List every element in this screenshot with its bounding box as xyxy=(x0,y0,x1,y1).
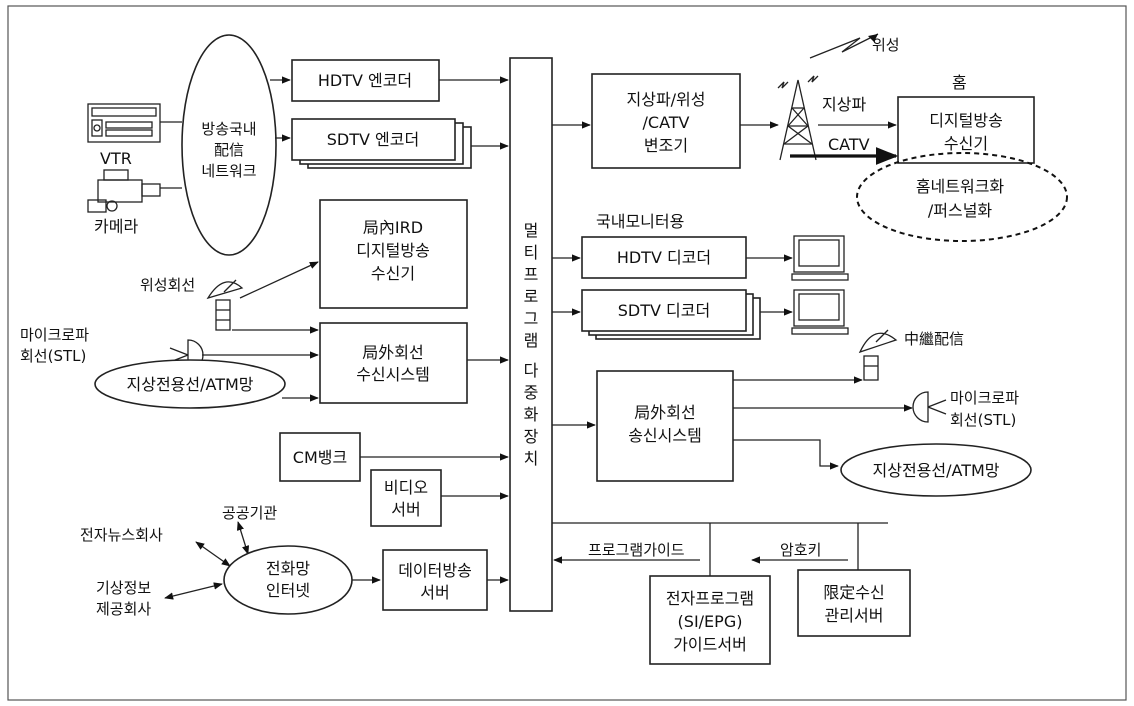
sdtv-encoder-label: SDTV 엔코더 xyxy=(327,130,419,149)
camera-label: 카메라 xyxy=(94,217,138,236)
home-receiver-line1: 디지털방송 xyxy=(929,111,1003,130)
ird-receiver-line2: 디지털방송 xyxy=(356,241,430,260)
sdtv-decoder-label: SDTV 디코더 xyxy=(618,301,710,320)
weather-info-line2: 제공회사 xyxy=(96,600,151,618)
multiplexer-top-3: 프 xyxy=(524,265,539,284)
multiplexer-bottom-1: 다 xyxy=(524,361,539,380)
relay-distribution-label: 中繼配信 xyxy=(904,330,964,348)
vtr-icon xyxy=(88,104,160,142)
phone-internet-line2: 인터넷 xyxy=(266,581,310,600)
domestic-network-line1: 방송국내 xyxy=(201,120,256,138)
microwave-antenna-out-icon xyxy=(913,392,946,422)
ird-receiver-line1: 局內IRD xyxy=(363,218,423,237)
encryption-key-label: 암호키 xyxy=(780,541,821,559)
home-network-line1: 홈네트워크화 xyxy=(916,177,1005,196)
program-guide-label: 프로그램가이드 xyxy=(588,541,685,559)
epg-server-line1: 전자프로그램 xyxy=(666,589,754,608)
external-receive-node xyxy=(320,323,467,403)
external-transmit-line2: 송신시스템 xyxy=(628,426,702,445)
multiplexer-top-2: 티 xyxy=(524,243,539,262)
multiplexer-bottom-2: 중 xyxy=(524,383,539,402)
multiplexer-top-4: 로 xyxy=(524,287,539,306)
satellite-line-label: 위성회선 xyxy=(140,276,195,294)
conditional-access-node xyxy=(798,570,910,636)
epg-server-line3: 가이드서버 xyxy=(673,635,747,654)
multiplexer-bottom-5: 치 xyxy=(524,449,539,468)
electronic-news-label: 전자뉴스회사 xyxy=(80,526,163,544)
modulator-line1: 지상파/위성 xyxy=(627,90,706,109)
multiplexer-top-1: 멀 xyxy=(524,221,539,240)
multiplexer-bottom-3: 화 xyxy=(524,405,539,424)
data-broadcast-server-line2: 서버 xyxy=(420,583,449,602)
satellite-dish-icon xyxy=(208,280,242,330)
multiplexer-top-6: 램 xyxy=(524,331,539,350)
home-label: 홈 xyxy=(952,73,967,92)
external-receive-line2: 수신시스템 xyxy=(356,365,430,384)
microwave-out-line1: 마이크로파 xyxy=(950,389,1019,407)
conditional-access-line2: 관리서버 xyxy=(825,606,884,625)
video-server-line1: 비디오 xyxy=(384,478,428,497)
modulator-line2: /CATV xyxy=(643,113,690,132)
cm-bank-label: CM뱅크 xyxy=(293,448,347,467)
hdtv-encoder-label: HDTV 엔코더 xyxy=(318,71,412,90)
modulator-line3: 변조기 xyxy=(644,136,688,155)
home-network-node xyxy=(857,153,1067,241)
external-receive-line1: 局外회선 xyxy=(362,343,423,362)
monitor-sdtv-icon xyxy=(792,290,848,334)
conditional-access-line1: 限定수신 xyxy=(823,583,884,602)
data-broadcast-server-line1: 데이터방송 xyxy=(398,561,472,580)
camera-icon xyxy=(88,170,160,212)
microwave-out-line2: 회선(STL) xyxy=(950,411,1016,429)
hdtv-decoder-label: HDTV 디코더 xyxy=(617,248,711,267)
terrestrial-label: 지상파 xyxy=(822,95,866,114)
catv-label: CATV xyxy=(828,135,870,154)
microwave-in-line2: 회선(STL) xyxy=(20,347,86,365)
external-transmit-line1: 局外회선 xyxy=(634,403,695,422)
terrestrial-atm-in-label: 지상전용선/ATM망 xyxy=(127,375,254,394)
home-receiver-line2: 수신기 xyxy=(944,134,988,153)
domestic-monitor-label: 국내모니터용 xyxy=(596,212,684,231)
phone-internet-line1: 전화망 xyxy=(266,559,310,578)
domestic-network-line3: 네트워크 xyxy=(201,162,256,180)
multiplexer-bottom-4: 장 xyxy=(524,427,539,446)
relay-dish-icon xyxy=(860,330,896,380)
vtr-label: VTR xyxy=(100,149,132,168)
broadcast-tower-icon xyxy=(778,76,818,160)
satellite-label: 위성 xyxy=(872,36,900,54)
weather-info-line1: 기상정보 xyxy=(96,579,151,597)
public-agency-label: 공공기관 xyxy=(222,504,277,522)
home-network-line2: /퍼스널화 xyxy=(928,201,993,220)
terrestrial-atm-out-label: 지상전용선/ATM망 xyxy=(873,461,1000,480)
epg-server-line2: (SI/EPG) xyxy=(678,612,743,631)
microwave-in-line1: 마이크로파 xyxy=(20,326,89,344)
phone-internet-node xyxy=(224,546,352,614)
monitor-hdtv-icon xyxy=(792,236,848,280)
video-server-line2: 서버 xyxy=(391,500,420,519)
multiplexer-top-5: 그 xyxy=(524,309,539,328)
ird-receiver-line3: 수신기 xyxy=(371,264,415,283)
domestic-network-line2: 配信 xyxy=(214,141,244,159)
